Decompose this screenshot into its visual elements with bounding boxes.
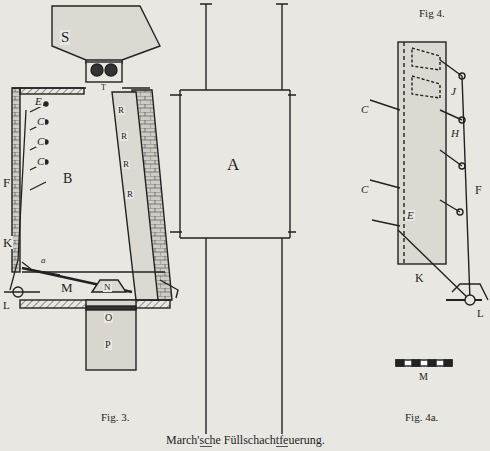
part-letter: F [2, 176, 11, 189]
part-letter: P [104, 340, 112, 350]
part-letter: T [100, 84, 107, 92]
part-letter: C [36, 116, 45, 127]
figure-label: Fig 4. [418, 8, 446, 19]
part-letter: R [126, 190, 134, 199]
part-letter: a [40, 256, 47, 265]
part-letter: E [406, 210, 415, 221]
part-letter: S [60, 30, 70, 45]
part-letter: H [450, 128, 460, 139]
part-letter: R [122, 160, 130, 169]
part-letter: B [62, 172, 73, 186]
part-letter: C [36, 156, 45, 167]
figure-label: Fig. 4a. [404, 412, 439, 423]
figure-label: Fig. 3. [100, 412, 130, 423]
part-letter: K [414, 272, 425, 284]
part-letter: C [36, 136, 45, 147]
part-letter: F [474, 184, 483, 196]
part-letter: L [476, 308, 485, 319]
part-letter: L [2, 300, 11, 311]
part-letter: C [360, 184, 369, 195]
part-letter: R [120, 132, 128, 141]
part-letter: A [226, 156, 240, 173]
caption: March'sche Füllschachtfeuerung. [165, 434, 326, 446]
part-letter: M [418, 372, 429, 382]
part-letter: K [2, 236, 13, 249]
part-letter: R [117, 106, 125, 115]
part-letter: J [450, 86, 457, 97]
part-letter: O [104, 313, 113, 323]
part-letter: M [60, 281, 74, 294]
part-letter: E [34, 96, 43, 107]
part-letter: C [360, 104, 369, 115]
part-letter: N [103, 283, 112, 292]
